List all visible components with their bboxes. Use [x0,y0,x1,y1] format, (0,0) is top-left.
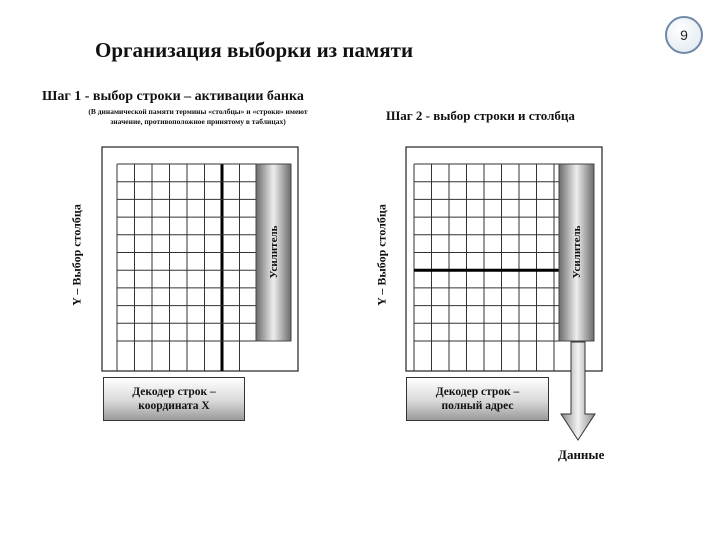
data-output-label: Данные [558,447,605,462]
step1-row-decoder: Декодер строк – координата X [103,377,245,421]
step1-cell-grid [116,163,256,371]
step1-note-line1: (В динамической памяти термины «столбцы»… [88,107,308,116]
step2-amplifier-label: Усилитель [571,225,583,279]
step1-amplifier [255,163,292,342]
step1-note: (В динамической памяти термины «столбцы»… [48,107,348,127]
step1-amplifier-label: Усилитель [268,225,280,279]
step2-row-decoder: Декодер строк – полный адрес [406,377,549,421]
step2-title: Шаг 2 - выбор строки и столбца [386,108,575,123]
step1-title: Шаг 1 - выбор строки – активации банка [42,89,304,104]
step1-decoder-line1: Декодер строк – [132,386,216,398]
step1-y-axis-label: Y – Выбор столбца [69,204,84,306]
step2-amplifier [558,163,595,342]
page-number-badge: 9 [665,16,703,54]
data-output-arrow [560,341,596,441]
step2-decoder-line2: полный адрес [441,400,514,412]
step2-decoder-line1: Декодер строк – [435,386,520,398]
step2-cell-grid [413,163,559,371]
step2-y-axis-label: Y – Выбор столбца [374,204,389,306]
step1-decoder-line2: координата X [138,400,210,412]
slide-title: Организация выборки из памяти [95,38,414,62]
step1-note-line2: значение, противоположное принятому в та… [110,117,286,126]
